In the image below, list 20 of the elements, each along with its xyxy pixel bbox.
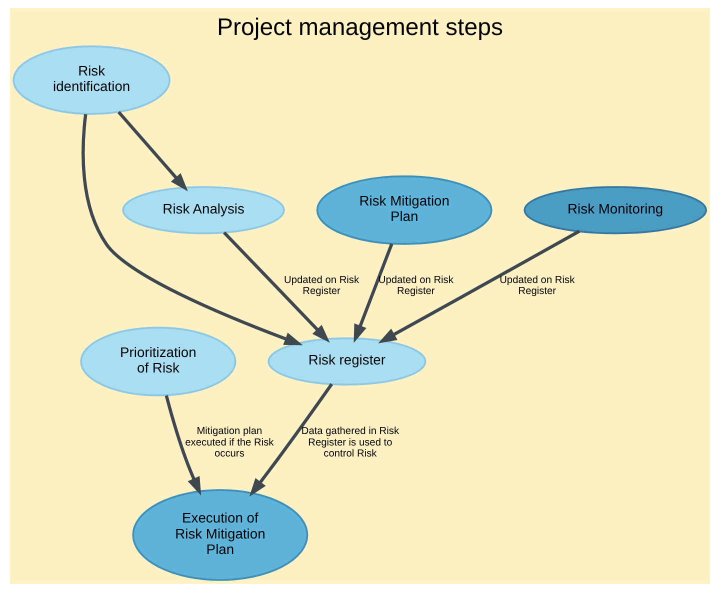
node-ellipse: Risk Monitoring: [524, 186, 708, 234]
edge-label: Updated on Risk Register: [378, 274, 454, 297]
arrow: [249, 383, 334, 497]
arrow: [222, 231, 330, 343]
edge-label: Mitigation plan executed if the Risk occurs: [185, 426, 274, 460]
node-ellipse: Risk register: [268, 337, 426, 386]
node-ellipse: Risk Analysis: [122, 186, 285, 234]
node-ellipse: Risk Mitigation Plan: [316, 175, 492, 245]
edge-label: Updated on Risk Register: [500, 274, 575, 297]
edge-label: Updated on Risk Register: [284, 274, 360, 297]
arrow: [164, 395, 202, 496]
node-ellipse: Execution of Risk Mitigation Plan: [132, 489, 308, 581]
arrow: [378, 230, 580, 344]
node-ellipse: Prioritization of Risk: [80, 326, 236, 396]
arrow: [117, 110, 188, 192]
arrow: [354, 243, 394, 344]
node-ellipse: Risk identification: [12, 45, 170, 115]
edge-label: Data gathered in Risk Register is used to control Risk: [301, 426, 400, 460]
arrow: [82, 114, 303, 346]
diagram-title: Project management steps: [216, 14, 504, 41]
